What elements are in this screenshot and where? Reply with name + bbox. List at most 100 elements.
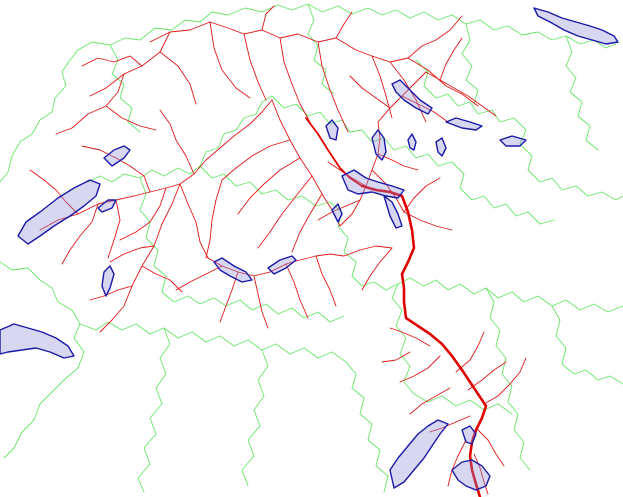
river-limmat-t1 [401,95,449,123]
river-west-3 [81,145,151,193]
river-thur [425,71,497,117]
boundary-east-inner [451,161,555,225]
river-sc-1 [403,211,453,231]
boundary-outer-north [69,3,617,61]
lake-maggiore [389,419,449,489]
river-central-5 [205,179,223,259]
boundary-rhone-north [79,321,347,363]
river-central-1 [221,139,291,181]
river-ti-10 [473,453,489,495]
river-trib-n4 [317,41,349,133]
river-rhine-upper [149,21,409,63]
river-aare-upper-t1 [253,275,269,329]
lake-pfaeffikon [407,133,417,151]
river-saane-t1 [109,245,155,263]
river-limmat-t2 [349,75,391,109]
boundary-bottom-south [413,393,513,415]
lake-thun [213,257,253,283]
river-saane-t3 [89,285,133,301]
river-trib-n6 [261,5,275,31]
river-aare-west [39,99,273,231]
river-aare-upper-t5 [175,265,223,291]
boundary-limmat [361,129,453,167]
boundary-central-1 [139,177,175,303]
lake-lugano [451,459,491,491]
river-ti-5 [409,387,451,415]
river-west-2 [107,199,121,259]
main-river-channel [360,184,488,497]
lake-walen [445,117,483,131]
catchment-boundaries [0,3,623,493]
boundary-ticino-east [485,287,531,471]
river-sc-3 [361,247,393,291]
river-sc-2 [403,177,441,213]
boundary-inn [551,305,623,385]
boundary-central-3 [271,95,363,133]
boundary-jura-inner [87,165,201,183]
river-west-7 [29,169,79,215]
boundary-reuss [337,211,399,291]
river-thur-t1 [439,37,463,81]
river-aare-upper-t3 [285,263,309,319]
boundary-ticino-west [391,283,415,395]
boundary-south-valais [137,327,171,493]
lake-lucerne-arm [383,195,403,229]
lake-geneva-northwest [17,179,101,245]
boundary-rhine-east [513,117,623,201]
river-nw-3 [159,51,197,105]
boundary-alpine-divide [397,277,623,313]
lakes [0,7,619,491]
main-river-upper-link [305,117,363,187]
river-central-4 [291,193,323,253]
river-west-6 [159,109,195,175]
river-network [29,5,527,495]
river-west-5 [179,183,209,259]
lake-lugano-arm [461,425,477,445]
river-nw-1 [81,55,143,67]
boundary-east-rhine-valley [565,35,599,151]
boundary-north-small-1 [109,44,141,133]
river-trib-n1 [209,21,251,99]
lake-lucerne [341,169,405,199]
river-west-1 [61,203,99,265]
boundary-south-mid [241,349,269,487]
lake-zug [371,129,387,161]
river-nw-2 [55,73,125,135]
boundary-outer-west [0,59,71,183]
lake-sempach [325,119,339,141]
river-ti-3 [455,331,485,373]
lake-constance [533,7,619,45]
river-trib-n3 [279,37,311,123]
river-ti-8 [475,427,505,467]
boundary-aare-upper [199,95,273,167]
river-reuss [339,121,381,227]
lake-biel [103,145,131,167]
river-central-2 [237,157,301,215]
boundary-upper-aare-valley [173,295,345,323]
river-ti-1 [389,327,431,347]
river-aare-upper-t2 [219,271,239,323]
lake-east-2 [499,135,527,147]
boundary-valais-divide [345,361,389,493]
boundary-north-small-3 [461,23,479,105]
lake-central-south [331,203,343,223]
river-reuss-t2 [317,199,361,221]
river-birs [89,31,171,97]
boundary-southwest [0,261,85,459]
river-trib-n10 [407,57,479,107]
river-trib-n2 [243,33,267,101]
river-ti-4 [467,361,507,391]
river-ti-11 [381,351,411,363]
main-river [305,117,488,497]
river-emme [271,99,341,227]
lake-murten [97,199,117,213]
river-central-3 [257,175,313,249]
river-ti-9 [447,439,467,487]
lake-brienz [267,255,297,275]
river-trib-n9 [407,15,463,59]
boundary-thur [415,59,515,123]
river-saane-t2 [141,265,183,293]
lake-west-small [101,265,115,297]
river-ti-6 [483,357,527,405]
boundary-north-small-2 [307,3,335,95]
